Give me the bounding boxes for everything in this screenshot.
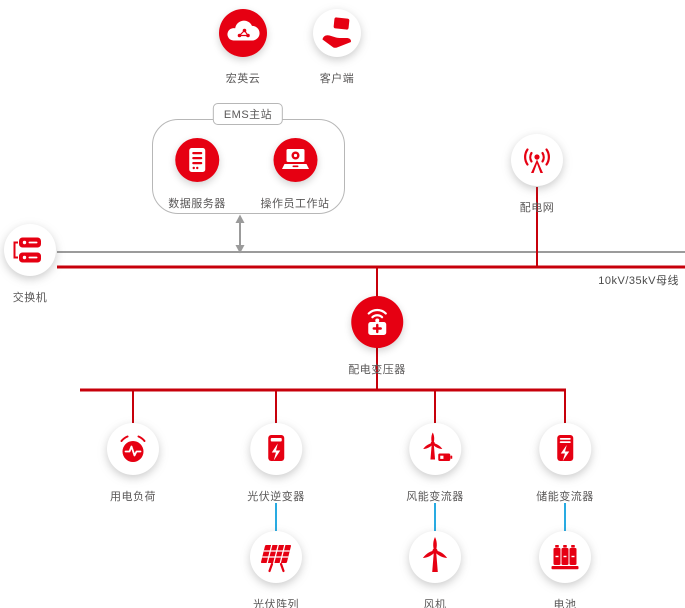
wind-turbine-icon [409, 531, 461, 583]
distribution-grid-label: 配电网 [519, 202, 555, 214]
storage-converter-node: 储能变流器 [536, 423, 594, 504]
antenna-icon [511, 134, 563, 186]
bus-voltage-label: 10kV/35kV母线 [598, 275, 679, 287]
workstation-icon [273, 138, 317, 182]
pv-array-node: 光伏阵列 [250, 531, 302, 608]
network-switch-label: 交换机 [12, 292, 48, 304]
pv-inverter-node: 光伏逆变器 [247, 423, 305, 504]
client-node: 客户端 [313, 9, 361, 86]
load-node: 用电负荷 [107, 423, 159, 504]
storage-converter-label: 储能变流器 [536, 491, 594, 503]
solar-panel-icon [250, 531, 302, 583]
wind-converter-icon [409, 423, 461, 475]
wind-converter-node: 风能变流器 [406, 423, 464, 504]
transformer-icon [351, 296, 403, 348]
pv-array-label: 光伏阵列 [253, 599, 299, 608]
wind-converter-label: 风能变流器 [406, 491, 464, 503]
transformer-label: 配电变压器 [348, 364, 406, 376]
load-pulse-icon [107, 423, 159, 475]
network-switch-node: 交换机 [4, 224, 56, 305]
client-icon [313, 9, 361, 57]
data-server-label: 数据服务器 [168, 198, 226, 210]
switch-icon [4, 224, 56, 276]
server-icon [175, 138, 219, 182]
distribution-grid-node: 配电网 [511, 134, 563, 215]
pv-inverter-label: 光伏逆变器 [247, 491, 305, 503]
ems-uplink-arrow [235, 214, 245, 254]
battery-node: 电池 [539, 531, 591, 608]
transformer-node: 配电变压器 [348, 296, 406, 377]
operator-workstation-node: 操作员工作站 [261, 138, 330, 211]
ems-station-tag: EMS主站 [212, 103, 284, 125]
operator-workstation-label: 操作员工作站 [260, 198, 330, 210]
cloud-label: 宏英云 [225, 73, 261, 85]
client-label: 客户端 [319, 73, 355, 85]
pv-inverter-icon [250, 423, 302, 475]
wind-turbine-node: 风机 [409, 531, 461, 608]
cloud-icon [219, 9, 267, 57]
cloud-node: 宏英云 [219, 9, 267, 86]
battery-label: 电池 [553, 599, 577, 608]
load-label: 用电负荷 [110, 491, 156, 503]
battery-icon [539, 531, 591, 583]
storage-converter-icon [539, 423, 591, 475]
data-server-node: 数据服务器 [168, 138, 226, 211]
wind-turbine-label: 风机 [423, 599, 447, 608]
